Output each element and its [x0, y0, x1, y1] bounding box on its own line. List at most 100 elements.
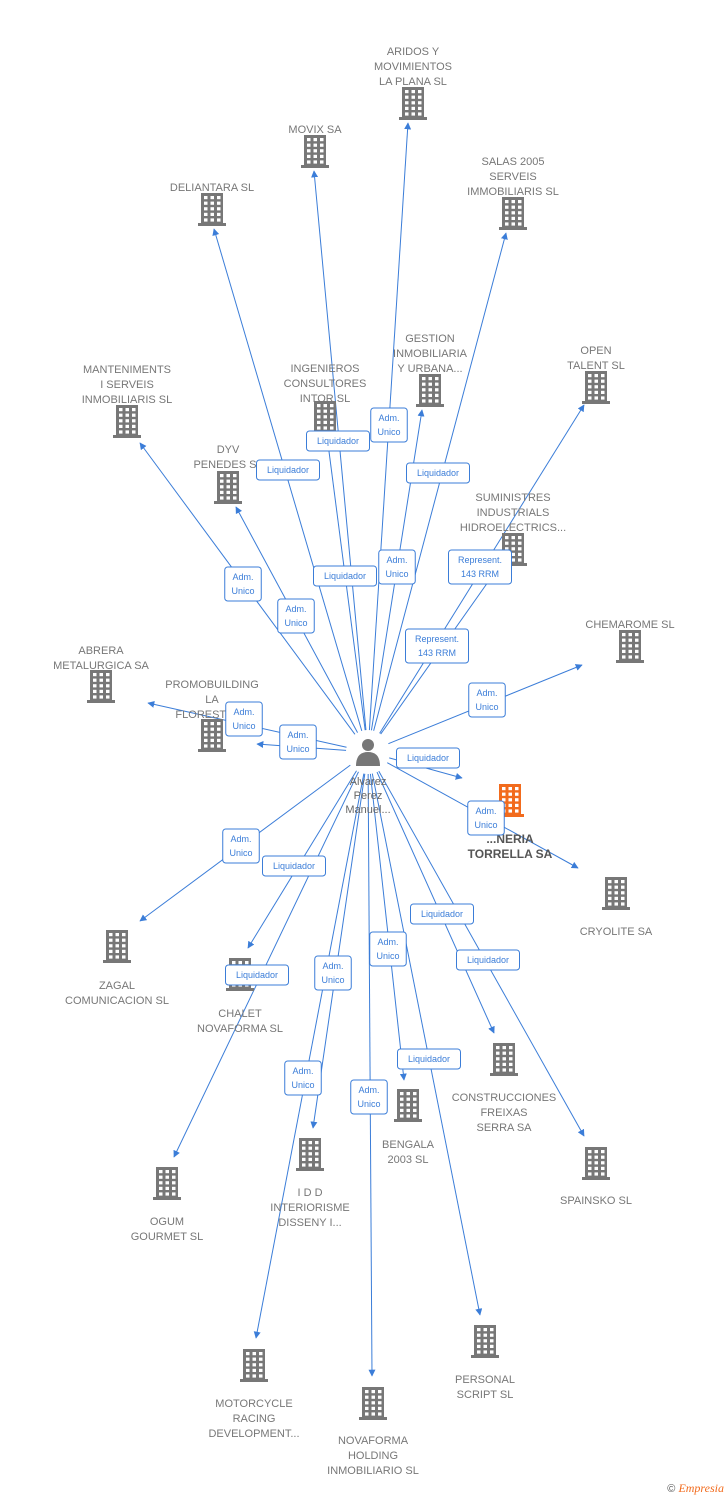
edge-label-open: Represent.143 RRM — [405, 628, 469, 664]
company-label: BENGALA — [382, 1139, 435, 1151]
building-icon — [103, 930, 131, 963]
edge-role-text: Unico — [385, 569, 408, 579]
company-node-open[interactable]: OPEN TALENT SL — [567, 345, 625, 404]
edge-role-text: Adm. — [322, 961, 343, 971]
company-label: MANTENIMENTS — [83, 364, 171, 376]
edge-label-deliantara: Liquidador — [256, 459, 320, 481]
edge-role-text: Liquidador — [467, 955, 509, 965]
company-label: PERSONAL — [455, 1374, 515, 1386]
center-node[interactable]: AlvarezPerezManuel... — [345, 739, 391, 816]
edge-role-text: Liquidador — [408, 1054, 450, 1064]
company-label: HIDROELECTRICS... — [460, 522, 566, 534]
company-node-suministres[interactable]: SUMINISTRESINDUSTRIALSHIDROELECTRICS... — [460, 492, 566, 566]
company-label: SUMINISTRES — [475, 492, 550, 504]
edge-to-ogum — [173, 771, 359, 1158]
edge-role-text: Liquidador — [273, 861, 315, 871]
building-icon — [582, 1147, 610, 1180]
building-icon — [416, 374, 444, 407]
company-label: I SERVEIS — [100, 379, 154, 391]
building-icon — [359, 1387, 387, 1420]
edge-label-personal: Adm.Unico — [369, 931, 407, 967]
edge-label-movix: Liquidador — [306, 430, 370, 452]
company-node-ogum[interactable]: OGUM GOURMET SL — [131, 1167, 204, 1243]
edge-label-motorcycle: Adm.Unico — [284, 1060, 322, 1096]
company-node-movix[interactable]: MOVIX SA — [288, 124, 342, 168]
edge-label-gestion: Liquidador — [406, 462, 470, 484]
company-label: SERRA SA — [476, 1122, 532, 1134]
edge-role-text: Liquidador — [324, 571, 366, 581]
edge-role-text: Liquidador — [407, 753, 449, 763]
edge-role-text: Liquidador — [317, 436, 359, 446]
company-label: DISSENY I... — [278, 1217, 341, 1229]
edge-role-text: Liquidador — [267, 465, 309, 475]
edge-label-dyv: Adm.Unico — [277, 598, 315, 634]
company-label: SALAS 2005 — [482, 156, 545, 168]
company-node-motorcycle[interactable]: MOTORCYCLERACINGDEVELOPMENT... — [208, 1349, 300, 1440]
edge-role-text: Adm. — [230, 834, 251, 844]
edge-role-text: Unico — [284, 618, 307, 628]
building-icon — [499, 197, 527, 230]
edge-role-text: Represent. — [458, 555, 502, 565]
company-label: NOVAFORMA SL — [197, 1023, 283, 1035]
company-node-deliantara[interactable]: DELIANTARA SL — [170, 182, 254, 226]
company-node-chemarome[interactable]: CHEMAROME SL — [585, 619, 675, 663]
building-icon — [153, 1167, 181, 1200]
company-label: CHALET — [218, 1008, 262, 1020]
edge-label-torrella: Liquidador — [396, 747, 460, 769]
company-node-cryolite[interactable]: CRYOLITE SA — [580, 877, 653, 938]
company-label: LA PLANA SL — [379, 76, 447, 88]
edge-label-aridos: Adm. Unico — [370, 407, 408, 443]
building-icon — [198, 719, 226, 752]
edge-role-text: Adm. — [287, 730, 308, 740]
brand-logo-text[interactable]: Empresia — [678, 1481, 724, 1495]
edge-role-text: Unico — [377, 427, 400, 437]
edge-role-text: Adm. — [378, 413, 399, 423]
edge-label-ogum: Liquidador — [225, 964, 289, 986]
copyright-symbol: © — [667, 1483, 676, 1495]
company-label: PROMOBUILDING — [165, 679, 259, 691]
building-icon — [394, 1089, 422, 1122]
company-label: SPAINSKO SL — [560, 1195, 632, 1207]
edge-role-text: Unico — [232, 721, 255, 731]
company-label: IMMOBILIARIS SL — [467, 186, 559, 198]
edge-role-text: Adm. — [233, 707, 254, 717]
edge-label-bengala: Liquidador — [397, 1048, 461, 1070]
building-icon — [490, 1043, 518, 1076]
company-label: DELIANTARA SL — [170, 182, 254, 194]
company-label: OGUM — [150, 1216, 184, 1228]
company-label: FREIXAS — [480, 1107, 527, 1119]
edge-role-text: Adm. — [232, 572, 253, 582]
edge-label-novaforma: Adm.Unico — [350, 1079, 388, 1115]
company-label: Y URBANA... — [397, 363, 462, 375]
edge-to-motorcycle — [253, 773, 365, 1339]
company-node-spainsko[interactable]: SPAINSKO SL — [560, 1147, 632, 1207]
person-label: Perez — [354, 790, 383, 802]
edge-label-salas: Adm.Unico — [378, 549, 416, 585]
company-label: INTERIORISME — [270, 1202, 349, 1214]
company-label: OPEN — [580, 345, 611, 357]
edge-label-chemarome: Adm.Unico — [468, 682, 506, 718]
company-label: METALURGICA SA — [53, 660, 149, 672]
edge-role-text: Unico — [474, 820, 497, 830]
edge-label-spainsko: Liquidador — [456, 949, 520, 971]
edge-label-construcciones: Liquidador — [410, 903, 474, 925]
company-label: TALENT SL — [567, 360, 625, 372]
edge-label-manteniments: Adm.Unico — [224, 566, 262, 602]
company-label: CONSULTORES — [284, 378, 367, 390]
company-label: GOURMET SL — [131, 1231, 204, 1243]
